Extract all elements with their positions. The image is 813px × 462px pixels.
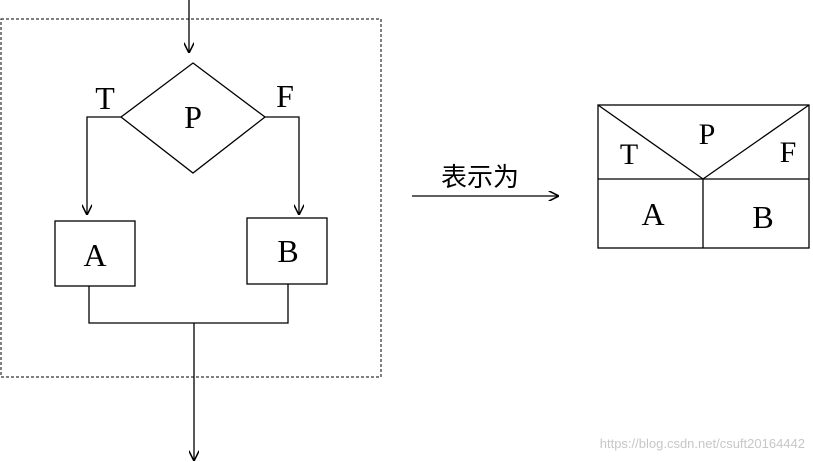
- watermark-text: https://blog.csdn.net/csuft20164442: [600, 436, 805, 451]
- ns-true-label: T: [620, 138, 638, 171]
- process-box-b-label: B: [277, 233, 298, 269]
- ns-condition-label: P: [699, 118, 716, 151]
- merge-connector: [88, 284, 289, 324]
- false-branch-arrow: [265, 116, 299, 214]
- decision-condition-label: P: [184, 99, 202, 135]
- process-box-a-label: A: [83, 237, 106, 273]
- represented-as-label: 表示为: [441, 163, 519, 193]
- ns-diagram-right-diagonal: [702, 104, 810, 180]
- true-branch-arrow: [87, 116, 121, 214]
- ns-diagram-left-diagonal: [597, 104, 704, 180]
- process-box-a: [54, 220, 136, 287]
- ns-false-label: F: [780, 136, 797, 169]
- dashed-frame: [0, 18, 382, 378]
- false-branch-label: F: [276, 78, 294, 114]
- true-branch-label: T: [95, 80, 115, 116]
- decision-diamond: [119, 62, 267, 174]
- process-box-b: [246, 217, 328, 285]
- ns-box-b-label: B: [752, 199, 773, 235]
- ns-box-a-label: A: [641, 196, 664, 232]
